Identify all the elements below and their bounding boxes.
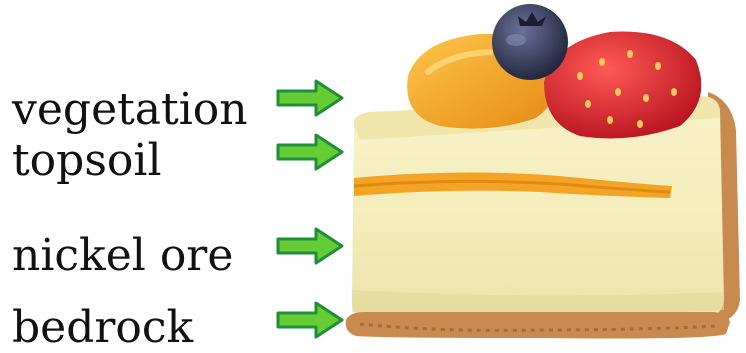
label-nickel-ore: nickel ore [12,234,233,278]
right-arrow-icon [276,78,346,118]
right-arrow-icon [276,132,346,172]
right-arrow-icon [276,300,346,340]
right-arrow-icon [276,226,346,266]
label-bedrock: bedrock [12,306,193,350]
crust-bottom [346,312,730,339]
strawberry-topping [544,32,701,139]
cheesecake-slice-image [340,0,746,347]
label-topsoil: topsoil [12,139,162,183]
label-vegetation: vegetation [12,88,248,132]
